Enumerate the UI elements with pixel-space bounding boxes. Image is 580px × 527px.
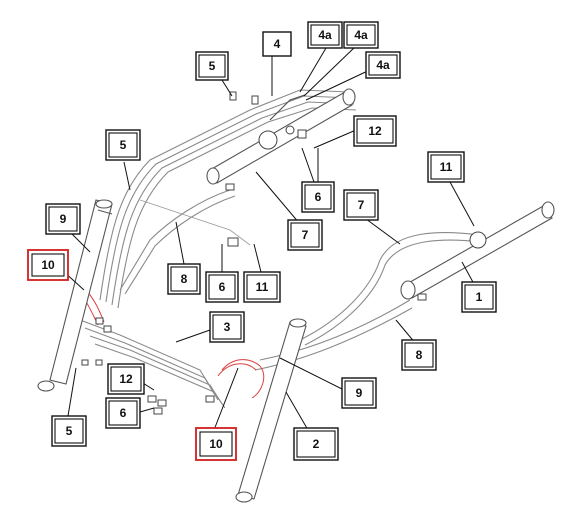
svg-text:9: 9 <box>60 212 67 226</box>
svg-text:7: 7 <box>302 228 309 242</box>
callout-9: 9 <box>45 203 81 235</box>
callout-4: 4 <box>262 31 292 57</box>
svg-text:10: 10 <box>41 258 55 272</box>
hose-bundle-lower <box>79 319 226 409</box>
cylinder-front <box>235 318 307 503</box>
svg-text:12: 12 <box>368 124 382 138</box>
svg-text:3: 3 <box>224 320 231 334</box>
callout-12: 12 <box>107 363 145 395</box>
fittings <box>81 91 487 415</box>
svg-text:8: 8 <box>416 348 423 362</box>
callout-12: 12 <box>353 115 397 147</box>
svg-text:5: 5 <box>120 138 127 152</box>
svg-text:4: 4 <box>274 37 281 51</box>
cylinder-rear <box>206 88 356 185</box>
svg-text:6: 6 <box>120 406 127 420</box>
hose-long-right <box>254 231 483 371</box>
svg-text:6: 6 <box>219 280 226 294</box>
svg-text:7: 7 <box>358 198 365 212</box>
svg-text:11: 11 <box>440 160 453 174</box>
callout-4a: 4a <box>343 21 379 49</box>
svg-text:4a: 4a <box>354 28 368 42</box>
svg-text:9: 9 <box>356 386 363 400</box>
callout-4a: 4a <box>307 21 343 49</box>
svg-text:5: 5 <box>209 59 216 73</box>
svg-text:2: 2 <box>313 437 320 451</box>
callout-2: 2 <box>293 427 339 461</box>
svg-text:5: 5 <box>66 424 73 438</box>
callout-3: 3 <box>209 311 245 343</box>
svg-text:11: 11 <box>256 280 269 294</box>
svg-text:8: 8 <box>181 272 188 286</box>
callout-10: 10 <box>27 249 69 281</box>
callout-6: 6 <box>205 271 239 303</box>
svg-text:10: 10 <box>209 437 223 451</box>
callout-9: 9 <box>341 377 377 409</box>
svg-text:6: 6 <box>315 190 322 204</box>
callout-11: 11 <box>243 271 281 303</box>
callout-8: 8 <box>167 263 201 295</box>
callout-7: 7 <box>287 219 323 251</box>
callout-5: 5 <box>51 415 87 447</box>
callout-4a: 4a <box>365 51 401 79</box>
callout-11: 11 <box>427 151 465 183</box>
svg-text:4a: 4a <box>318 28 332 42</box>
callout-8: 8 <box>401 339 437 371</box>
cylinder-right <box>400 201 555 300</box>
svg-text:12: 12 <box>119 372 133 386</box>
callout-6: 6 <box>301 181 335 213</box>
hose-bundle-upper <box>99 89 357 309</box>
callout-1: 1 <box>461 281 497 313</box>
callout-5: 5 <box>105 129 141 161</box>
callout-5: 5 <box>195 51 229 81</box>
callout-10: 10 <box>195 427 237 461</box>
svg-text:1: 1 <box>476 290 483 304</box>
svg-text:4a: 4a <box>376 58 390 72</box>
hose-mid <box>119 189 251 295</box>
leader-lines <box>61 45 475 431</box>
callout-7: 7 <box>343 189 379 221</box>
cylinder-left <box>37 199 113 392</box>
callout-6: 6 <box>105 397 141 429</box>
